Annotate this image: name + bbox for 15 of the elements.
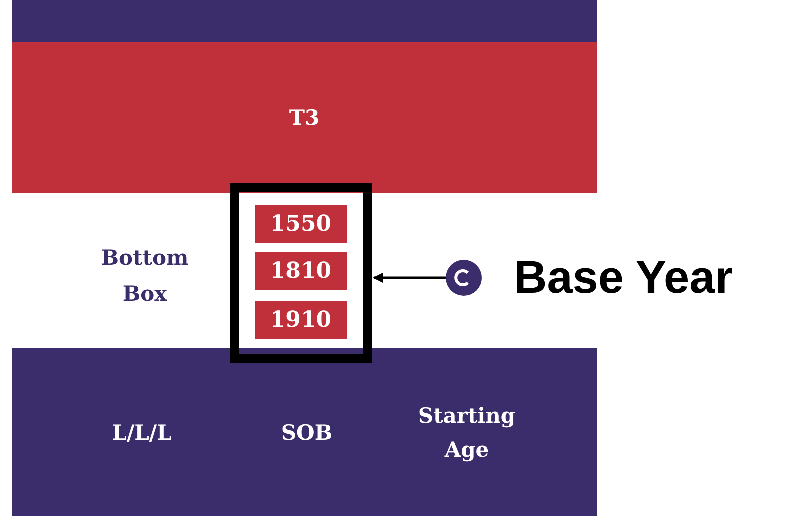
band-label: SOB xyxy=(281,419,333,448)
frame xyxy=(230,183,372,363)
year-box: 1810 xyxy=(253,250,349,292)
side-label: Bottom Box xyxy=(100,244,190,308)
band-label: Starting Age xyxy=(417,402,517,464)
year-box: 1910 xyxy=(253,299,349,341)
band-label: T3 xyxy=(289,104,320,132)
marker-circle xyxy=(446,260,482,296)
band xyxy=(12,0,597,42)
band xyxy=(12,42,597,193)
arrow xyxy=(373,273,446,283)
year-box: 1550 xyxy=(253,203,349,245)
band-label: L/L/L xyxy=(112,419,172,448)
marker-caption: Base Year xyxy=(514,250,734,304)
band xyxy=(12,348,597,516)
